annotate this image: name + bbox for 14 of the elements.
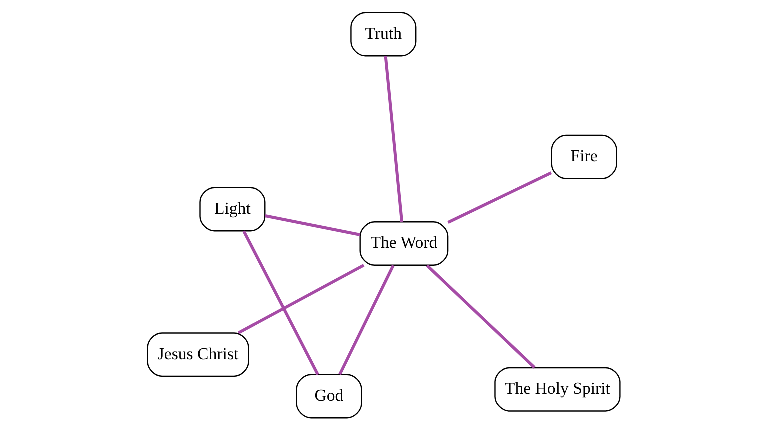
node-box: Fire (551, 134, 618, 180)
node-box: Light (200, 187, 266, 232)
node-box: God (296, 374, 362, 419)
node-box: The Word (360, 222, 449, 266)
connector (426, 264, 536, 369)
connector (265, 214, 361, 236)
connector (384, 56, 404, 222)
node-box: Jesus Christ (147, 332, 250, 378)
connector (238, 264, 365, 334)
node-box: Truth (350, 12, 417, 57)
connector (338, 264, 395, 376)
connector (448, 172, 552, 224)
node-box: The Holy Spirit (494, 367, 621, 412)
connector (242, 230, 320, 376)
